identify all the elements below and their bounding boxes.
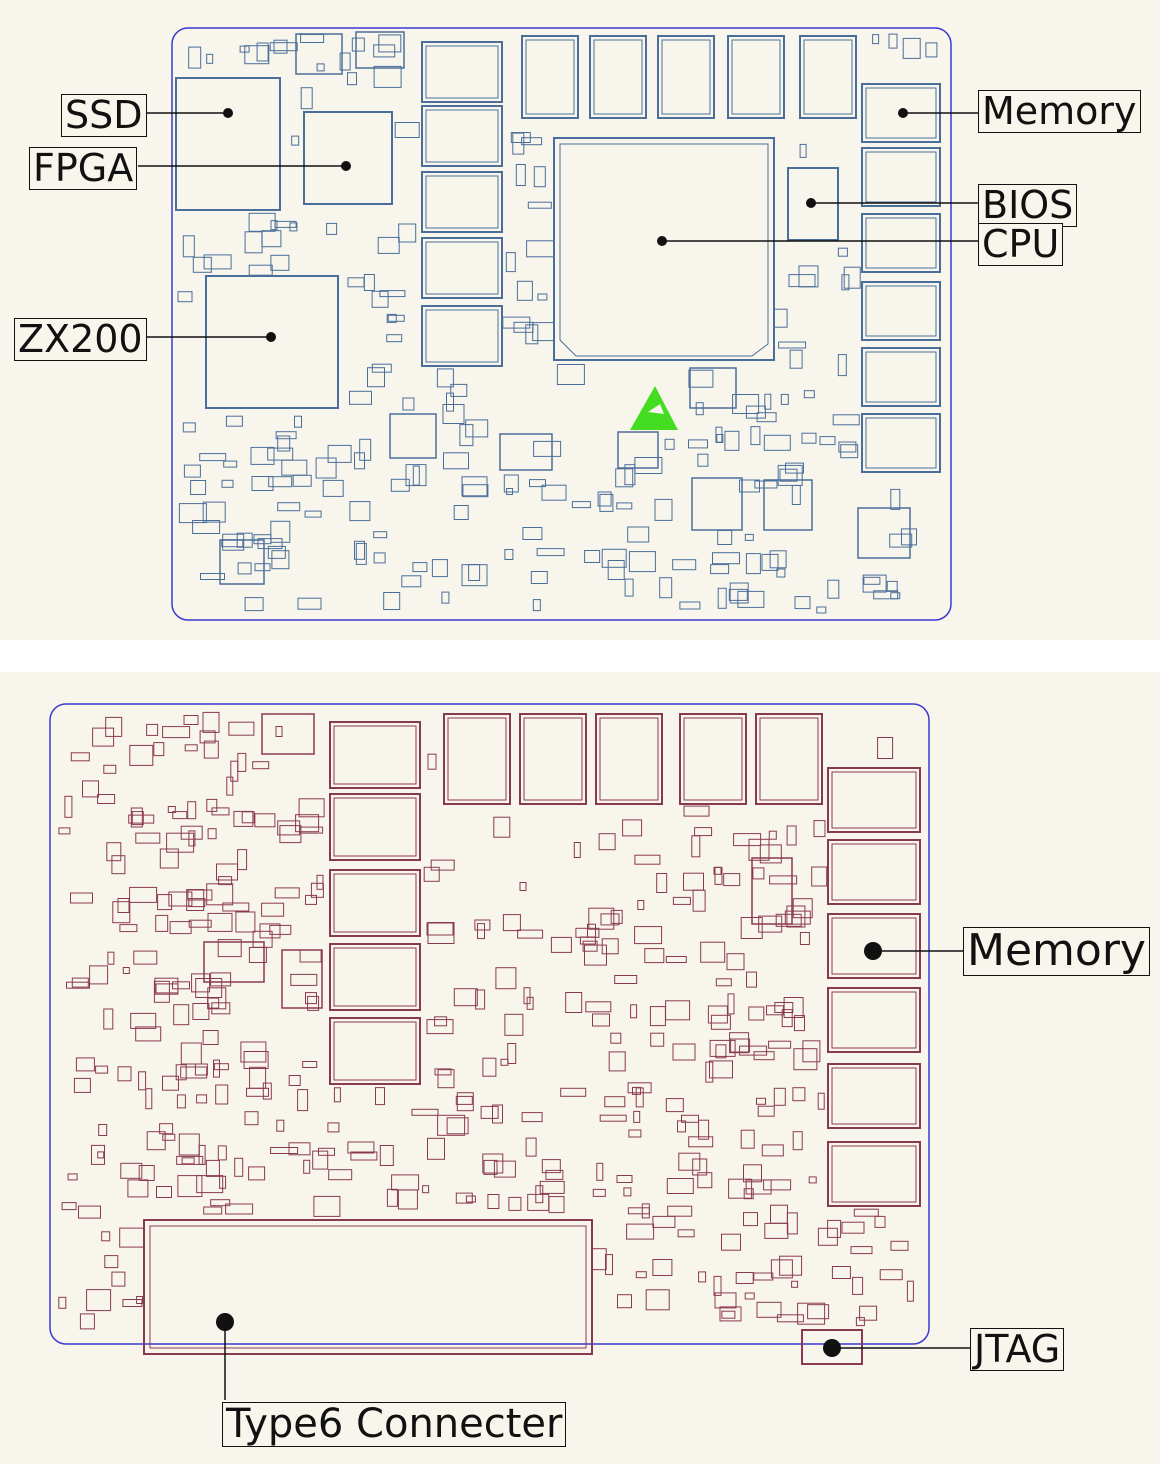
memory-chip [443,713,511,805]
bottom-component-layer [58,711,921,1330]
label-type6: Type6 Connecter [222,1402,567,1447]
label-cpu: CPU [978,223,1064,266]
memory-chip [827,987,921,1053]
zx200-chip [205,275,339,409]
bios-chip [787,167,839,241]
memory-chip [861,147,941,207]
top-board-drawing [138,27,978,621]
memory-chip [827,913,921,979]
memory-chip [755,713,823,805]
top-component-layer [177,31,941,614]
memory-chip [827,767,921,833]
label-memory-top: Memory [978,90,1141,133]
memory-chip [589,35,647,119]
label-ssd: SSD [61,94,147,137]
memory-chip [521,35,579,119]
memory-chip [421,305,503,367]
memory-chip [595,713,663,805]
memory-chip [329,721,421,789]
memory-chip [861,347,941,407]
memory-chip [329,869,421,937]
memory-chip [827,1063,921,1129]
memory-chip [329,943,421,1011]
fpga-chip [303,111,393,205]
label-memory-bottom: Memory [963,927,1150,976]
memory-chip [329,793,421,861]
memory-chip [657,35,715,119]
memory-chip [329,1017,421,1085]
memory-chip [727,35,785,119]
label-fpga: FPGA [29,147,138,190]
bottom-board-panel: Memory JTAG Type6 Connecter [0,672,1160,1464]
ssd-chip [175,77,281,211]
bottom-board-outline [49,703,930,1345]
memory-chip [679,713,747,805]
memory-chip [519,713,587,805]
label-jtag: JTAG [970,1328,1065,1371]
jtag-header [801,1329,863,1365]
memory-chip [421,237,503,299]
memory-chip [827,839,921,905]
memory-chip [861,281,941,341]
memory-chip [421,105,503,167]
label-zx200: ZX200 [14,318,147,361]
type6-connector [143,1219,593,1355]
memory-chip [421,41,503,103]
cpu-die-outline [559,143,769,357]
memory-chip [421,171,503,233]
bottom-board-drawing [49,703,970,1400]
memory-chip [827,1141,921,1207]
label-bios: BIOS [978,184,1078,227]
memory-chip [861,213,941,273]
top-board-outline [171,27,952,621]
top-board-panel: SSD FPGA ZX200 Memory BIOS CPU [0,0,1160,640]
memory-chip [861,413,941,473]
cpu-package [553,137,775,361]
memory-chip [799,35,857,119]
